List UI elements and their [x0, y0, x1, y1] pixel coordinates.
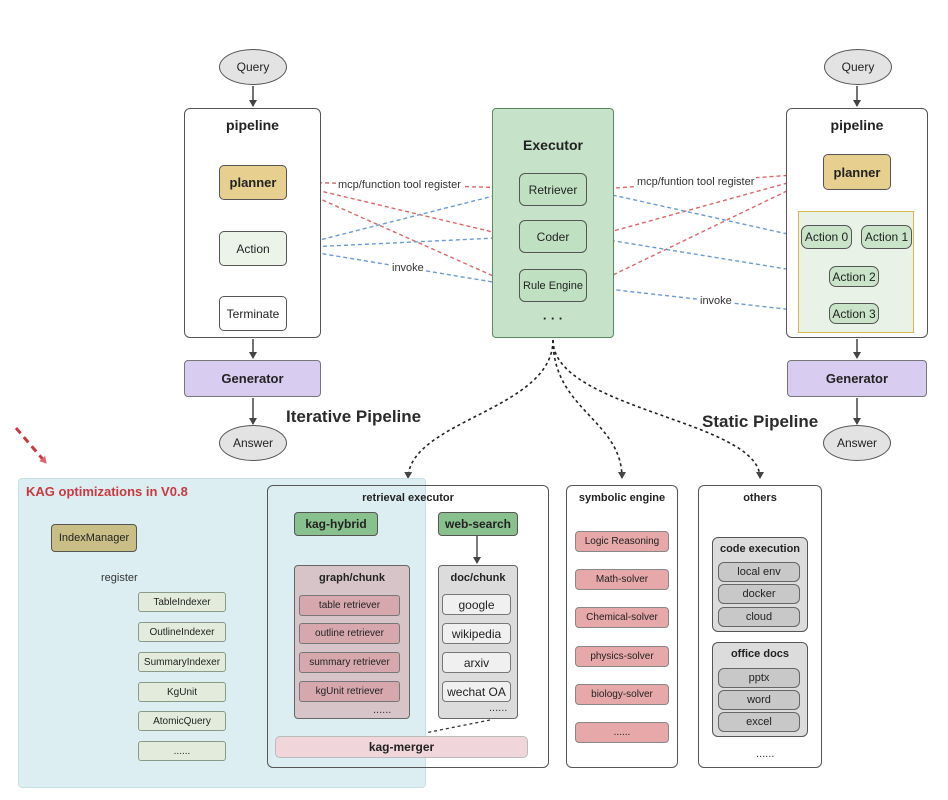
action-1-node: Action 1 — [861, 225, 912, 249]
math-solver-node: Math-solver — [575, 569, 669, 590]
right-invoke-label: invoke — [698, 295, 734, 307]
pptx-node: pptx — [718, 668, 800, 688]
others-more: ...... — [756, 748, 775, 760]
summary-indexer-node: SummaryIndexer — [138, 652, 226, 672]
atomic-query-node: AtomicQuery — [138, 711, 226, 731]
wechat-oa-node: wechat OA — [442, 681, 511, 702]
coder-node: Coder — [519, 220, 587, 253]
chemical-solver-node: Chemical-solver — [575, 607, 669, 628]
kgunit-retriever-node: kgUnit retriever — [299, 681, 400, 702]
outline-indexer-node: OutlineIndexer — [138, 622, 226, 642]
doc-chunk-title: doc/chunk — [450, 572, 506, 584]
graph-chunk-more: ...... — [373, 704, 392, 716]
others-title: others — [743, 492, 777, 504]
executor-more: · · · — [542, 311, 564, 326]
kgunit-node: KgUnit — [138, 682, 226, 702]
retriever-node: Retriever — [519, 173, 587, 206]
symbolic-engine-title: symbolic engine — [578, 492, 666, 504]
action-0-node: Action 0 — [801, 225, 852, 249]
table-indexer-node: TableIndexer — [138, 592, 226, 612]
right-register-lines — [587, 169, 821, 288]
static-pipeline-title: pipeline — [830, 117, 884, 133]
retrieval-executor-panel: retrieval executor — [267, 485, 549, 768]
docker-node: docker — [718, 584, 800, 604]
rule-engine-node: Rule Engine — [519, 269, 587, 302]
cloud-node: cloud — [718, 607, 800, 627]
table-retriever-node: table retriever — [299, 595, 400, 616]
web-search-node: web-search — [438, 512, 518, 536]
iterative-action-node: Action — [219, 231, 287, 266]
office-docs-title: office docs — [730, 648, 790, 660]
physics-solver-node: physics-solver — [575, 646, 669, 667]
static-planner-node: planner — [823, 154, 891, 190]
excel-node: excel — [718, 712, 800, 732]
terminate-node: Terminate — [219, 296, 287, 331]
static-answer-node: Answer — [823, 425, 891, 461]
google-node: google — [442, 594, 511, 615]
static-query-node: Query — [824, 49, 892, 85]
summary-retriever-node: summary retriever — [299, 652, 400, 673]
retrieval-executor-title: retrieval executor — [362, 492, 454, 504]
static-pipeline-caption: Static Pipeline — [702, 412, 819, 431]
static-generator-node: Generator — [787, 360, 927, 397]
executor-title: Executor — [523, 137, 583, 153]
register-label: register — [101, 572, 138, 584]
word-node: word — [718, 690, 800, 710]
more-solvers-node: ...... — [575, 722, 669, 743]
right-register-label: mcp/funtion tool register — [635, 176, 757, 188]
iterative-generator-node: Generator — [184, 360, 321, 397]
iterative-planner-node: planner — [219, 165, 287, 200]
iterative-answer-node: Answer — [219, 425, 287, 461]
arxiv-node: arxiv — [442, 652, 511, 673]
local-env-node: local env — [718, 562, 800, 582]
kag-title: KAG optimizations in V0.8 — [26, 484, 188, 499]
left-register-label: mcp/function tool register — [336, 179, 463, 191]
doc-chunk-more: ...... — [489, 702, 508, 714]
iterative-pipeline-caption: Iterative Pipeline — [286, 407, 422, 426]
hint-arrow — [14, 427, 48, 464]
more-indexers-node: ...... — [138, 741, 226, 761]
index-manager-node: IndexManager — [51, 524, 137, 552]
wikipedia-node: wikipedia — [442, 623, 511, 644]
kag-merger-node: kag-merger — [275, 736, 528, 758]
executor-fanout — [404, 339, 764, 479]
biology-solver-node: biology-solver — [575, 684, 669, 705]
kag-hybrid-node: kag-hybrid — [294, 512, 378, 536]
left-invoke-lines — [287, 187, 518, 289]
graph-chunk-title: graph/chunk — [318, 572, 385, 584]
iterative-query-node: Query — [219, 49, 287, 85]
outline-retriever-node: outline retriever — [299, 623, 400, 644]
left-invoke-label: invoke — [390, 262, 426, 274]
action-3-node: Action 3 — [829, 303, 879, 324]
action-2-node: Action 2 — [829, 266, 879, 287]
logic-reasoning-node: Logic Reasoning — [575, 531, 669, 552]
iterative-pipeline-title: pipeline — [226, 117, 279, 133]
code-execution-title: code execution — [719, 543, 801, 555]
